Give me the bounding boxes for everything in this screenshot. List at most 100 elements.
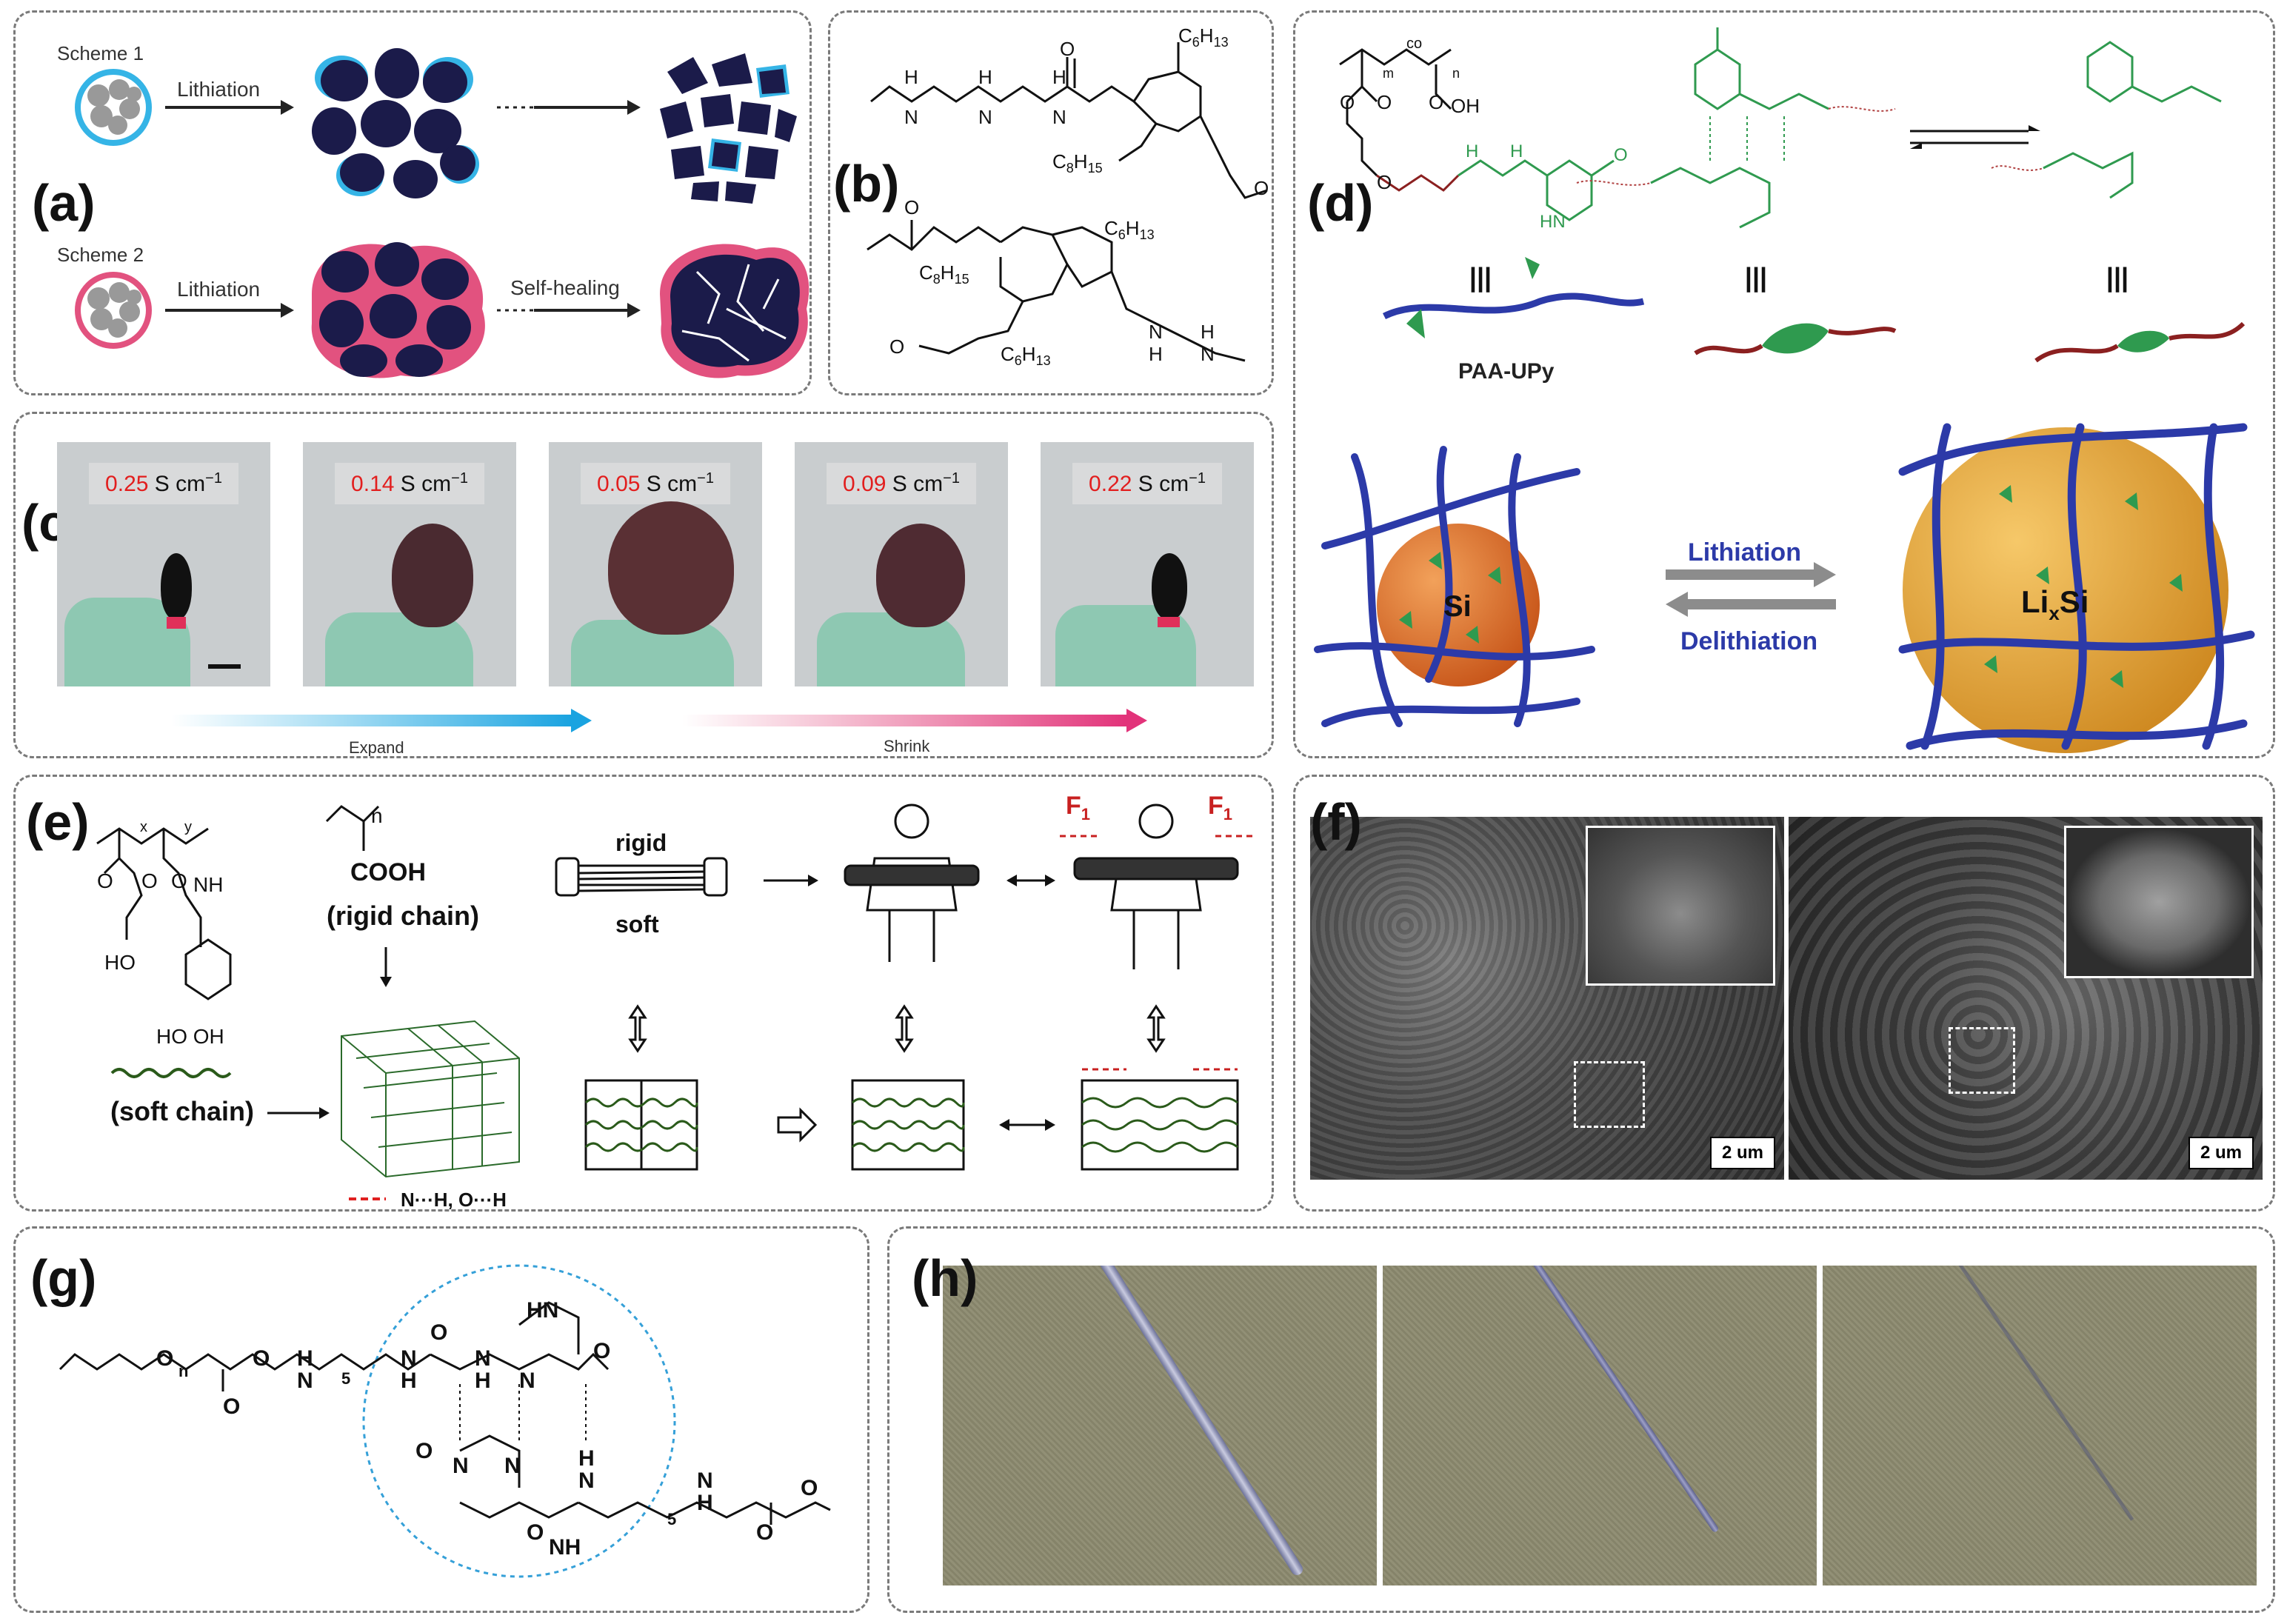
dotted-arrow-1 [497, 100, 641, 115]
scratch-photo-1 [943, 1266, 1377, 1585]
svg-text:C8H15: C8H15 [919, 261, 969, 287]
network-box [341, 1020, 520, 1178]
lixsi-network [1898, 423, 2255, 750]
double-arrows [628, 1004, 1166, 1053]
conductivity-label-1: 0.25 S cm−1 [89, 463, 238, 504]
expand-shrink-arrows [171, 709, 1147, 732]
upy-dimer-circle [362, 1264, 676, 1578]
balloon-photo-3: 0.05 S cm−1 [549, 442, 762, 686]
svg-text:5: 5 [667, 1510, 676, 1528]
hbond-legend: N···H, O···H [401, 1189, 507, 1211]
glove [817, 612, 965, 686]
expand-label: Expand [349, 738, 404, 757]
svg-text:H: H [1510, 141, 1523, 161]
svg-text:N: N [904, 106, 918, 128]
svg-text:H: H [401, 1369, 417, 1393]
ho-label: HO [104, 951, 136, 974]
paa-chain [1382, 293, 1645, 320]
svg-text:O: O [1429, 91, 1443, 113]
panel-h: (h) [887, 1226, 2275, 1613]
si-label: Si [1443, 590, 1472, 623]
equiv-sign-1: ||| [1469, 262, 1492, 293]
balloon [608, 501, 734, 635]
scratch-photo-2 [1383, 1266, 1817, 1585]
glove [325, 612, 473, 686]
svg-text:n: n [178, 1362, 188, 1380]
balloon-neck [167, 617, 186, 629]
cooh-label: COOH [350, 858, 426, 886]
arrow-lithiation-1 [165, 100, 294, 115]
svg-text:n: n [1452, 66, 1460, 81]
balloon [1152, 553, 1187, 620]
sem-image-left: 2 um [1310, 817, 1784, 1180]
svg-text:O: O [527, 1520, 544, 1545]
panel-g-label: (g) [30, 1249, 97, 1307]
panel-b-label: (b) [833, 155, 900, 213]
dotted-arrow-2 [497, 303, 641, 318]
expander-device [555, 857, 728, 897]
expanded-particles-1 [312, 48, 479, 198]
svg-text:N: N [1201, 343, 1215, 365]
svg-text:m: m [1383, 66, 1394, 81]
svg-text:H: H [1201, 321, 1215, 343]
scheme-diagram [75, 48, 809, 378]
balloon [392, 524, 473, 627]
panel-h-label: (h) [912, 1249, 978, 1307]
svg-text:O: O [430, 1320, 447, 1345]
texture [1823, 1266, 2257, 1585]
svg-text:O: O [156, 1346, 173, 1371]
svg-text:5: 5 [341, 1369, 350, 1388]
panel-a-label: (a) [32, 174, 96, 232]
panel-f: (f) 2 um 2 um [1293, 775, 2275, 1212]
balloon-photo-4: 0.09 S cm−1 [795, 442, 1008, 686]
arrow-lithiation-2 [165, 303, 294, 318]
lixsi-particle [1903, 427, 2228, 753]
si-crosslinks [1399, 552, 1501, 644]
svg-text:O: O [904, 196, 919, 218]
panel-f-label: (f) [1310, 793, 1362, 851]
svg-text:O: O [141, 869, 158, 892]
conductivity-label-5: 0.22 S cm−1 [1072, 463, 1222, 504]
svg-text:H: H [1052, 66, 1066, 88]
balloon-photo-2: 0.14 S cm−1 [303, 442, 516, 686]
lithiation-label: Lithiation [1688, 538, 1801, 567]
svg-text:C6H13: C6H13 [1104, 217, 1155, 242]
svg-text:HN: HN [1540, 212, 1566, 232]
svg-text:N: N [401, 1346, 417, 1371]
svg-text:O: O [1377, 171, 1392, 193]
svg-text:H: H [475, 1369, 491, 1393]
svg-text:H: H [297, 1346, 313, 1371]
svg-text:n: n [371, 804, 383, 827]
rigid-chain-label: (rigid chain) [327, 900, 479, 931]
svg-text:x: x [140, 819, 147, 835]
scheme1-label: Scheme 1 [57, 42, 144, 64]
svg-text:O: O [223, 1394, 240, 1419]
rigid-label: rigid [615, 829, 667, 856]
lixsi-crosslinks [1984, 485, 2183, 688]
svg-text:NH: NH [193, 873, 223, 896]
svg-text:C8H15: C8H15 [1052, 150, 1103, 176]
panel-e-label: (e) [26, 793, 90, 851]
svg-text:O: O [415, 1439, 433, 1463]
svg-text:O: O [1340, 91, 1355, 113]
delithiation-label: Delithiation [1680, 627, 1817, 655]
svg-text:O: O [889, 335, 904, 358]
soft-label: soft [615, 911, 659, 938]
wavy-box-2 [851, 1079, 965, 1171]
texture [943, 1266, 1377, 1585]
svg-text:O: O [1614, 145, 1628, 165]
panel-c: (c) 0.25 S cm−1 0.14 S cm−1 0.05 S cm−1 … [13, 412, 1274, 758]
svg-text:H: H [697, 1491, 713, 1515]
force-label-1: F1 [1066, 792, 1090, 823]
scale-bar-left: 2 um [1710, 1137, 1775, 1169]
shrink-arrow [682, 709, 1147, 732]
wavy-box-1 [584, 1079, 698, 1171]
pristine-particle-2 [75, 272, 152, 349]
sem-image-right: 2 um [1789, 817, 2263, 1180]
svg-text:N: N [578, 1468, 595, 1493]
svg-text:OH: OH [1451, 95, 1480, 117]
